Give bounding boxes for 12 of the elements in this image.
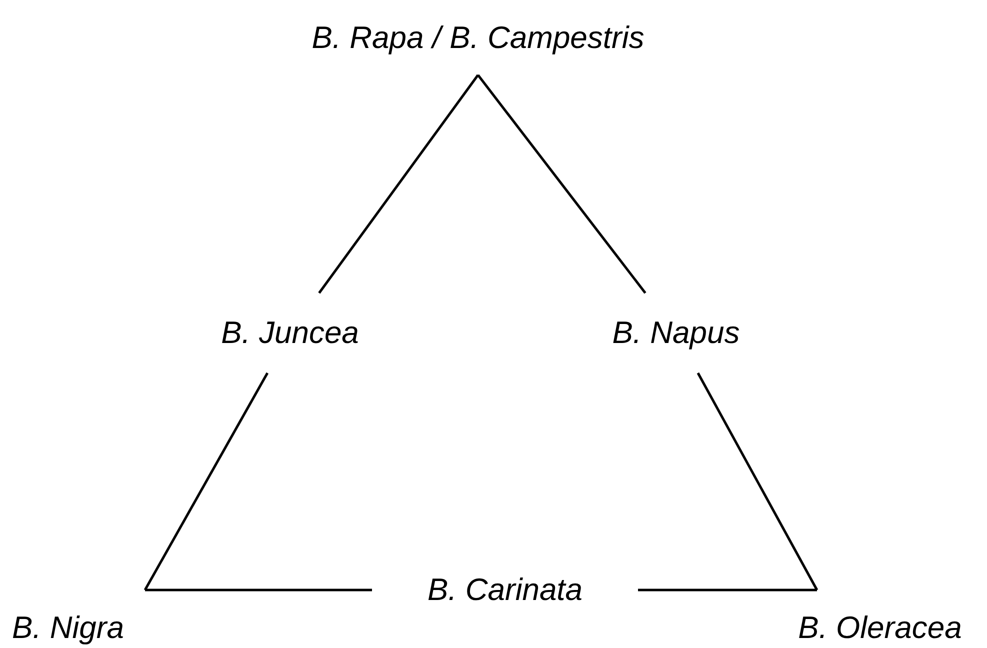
connector-line: [696, 372, 818, 591]
species-label: B. Juncea: [217, 315, 363, 351]
species-label: B. Oleracea: [794, 610, 966, 646]
connector-line: [144, 372, 269, 591]
connector-line: [477, 74, 646, 294]
connector-line: [145, 588, 372, 592]
species-label: B. Napus: [608, 315, 744, 351]
species-label: B. Rapa / B. Campestris: [308, 20, 648, 56]
connector-line: [638, 588, 817, 592]
species-label: B. Nigra: [8, 610, 128, 646]
connector-line: [318, 74, 480, 294]
species-label: B. Carinata: [423, 572, 587, 608]
